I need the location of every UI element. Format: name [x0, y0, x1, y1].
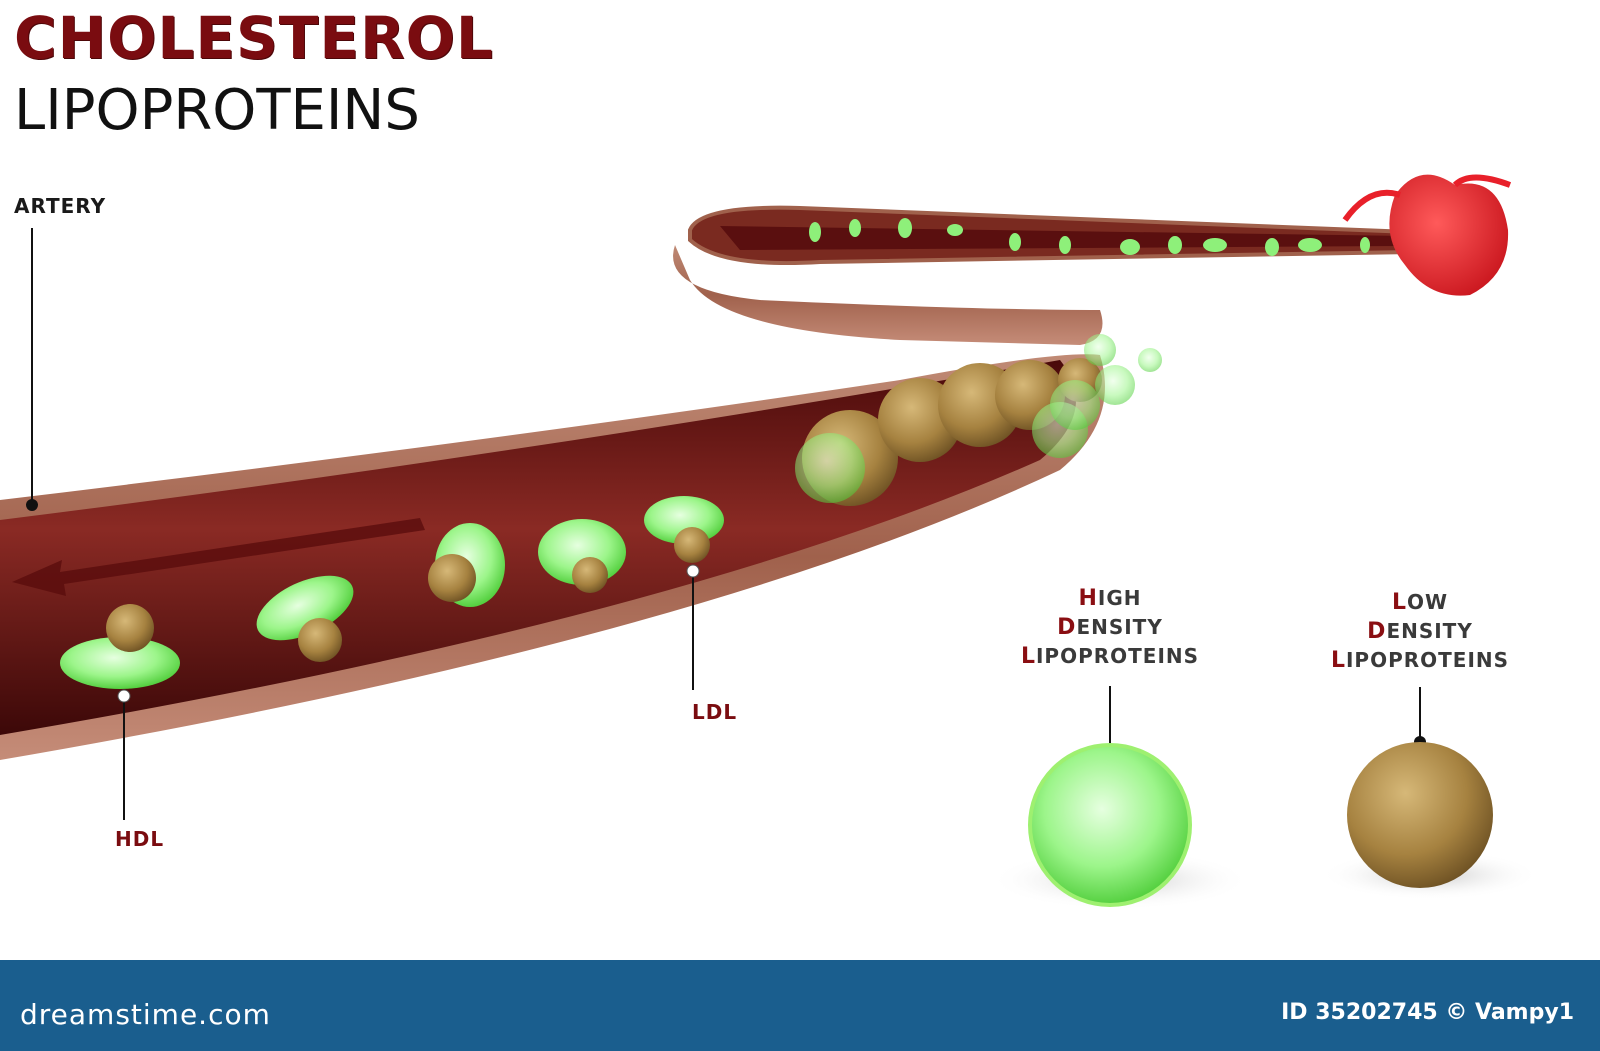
- artery-label: ARTERY: [14, 194, 107, 218]
- leader-lines: [31, 228, 1421, 820]
- lipoprotein-pair: [644, 496, 724, 563]
- lipoprotein-pair: [256, 575, 354, 662]
- hdl-label: HDL: [115, 827, 165, 851]
- lipoprotein-pair: [428, 523, 505, 607]
- plaque-cluster: [795, 334, 1162, 506]
- small-cells: [809, 218, 1370, 256]
- page-title: CHOLESTEROL: [14, 4, 494, 72]
- footer-credit: ID 35202745 © Vampy1: [1281, 1000, 1574, 1025]
- lipoprotein-pair: [60, 604, 180, 689]
- page-subtitle: LIPOPROTEINS: [14, 78, 420, 143]
- heart-icon: [1342, 174, 1512, 296]
- footer-bar: dreamstime.com ID 35202745 © Vampy1: [0, 960, 1600, 1051]
- hdl-legend: HIGH DENSITY LIPOPROTEINS: [1020, 586, 1200, 669]
- ldl-legend: LOW DENSITY LIPOPROTEINS: [1330, 590, 1510, 673]
- footer-logo[interactable]: dreamstime.com: [20, 998, 271, 1031]
- lipoprotein-pair: [538, 519, 626, 593]
- ldl-label: LDL: [692, 700, 738, 724]
- artery-bend: [673, 245, 1103, 345]
- blood-flow-arrow: [12, 518, 425, 596]
- hdl-sphere: [1028, 743, 1192, 907]
- ldl-sphere: [1347, 742, 1493, 888]
